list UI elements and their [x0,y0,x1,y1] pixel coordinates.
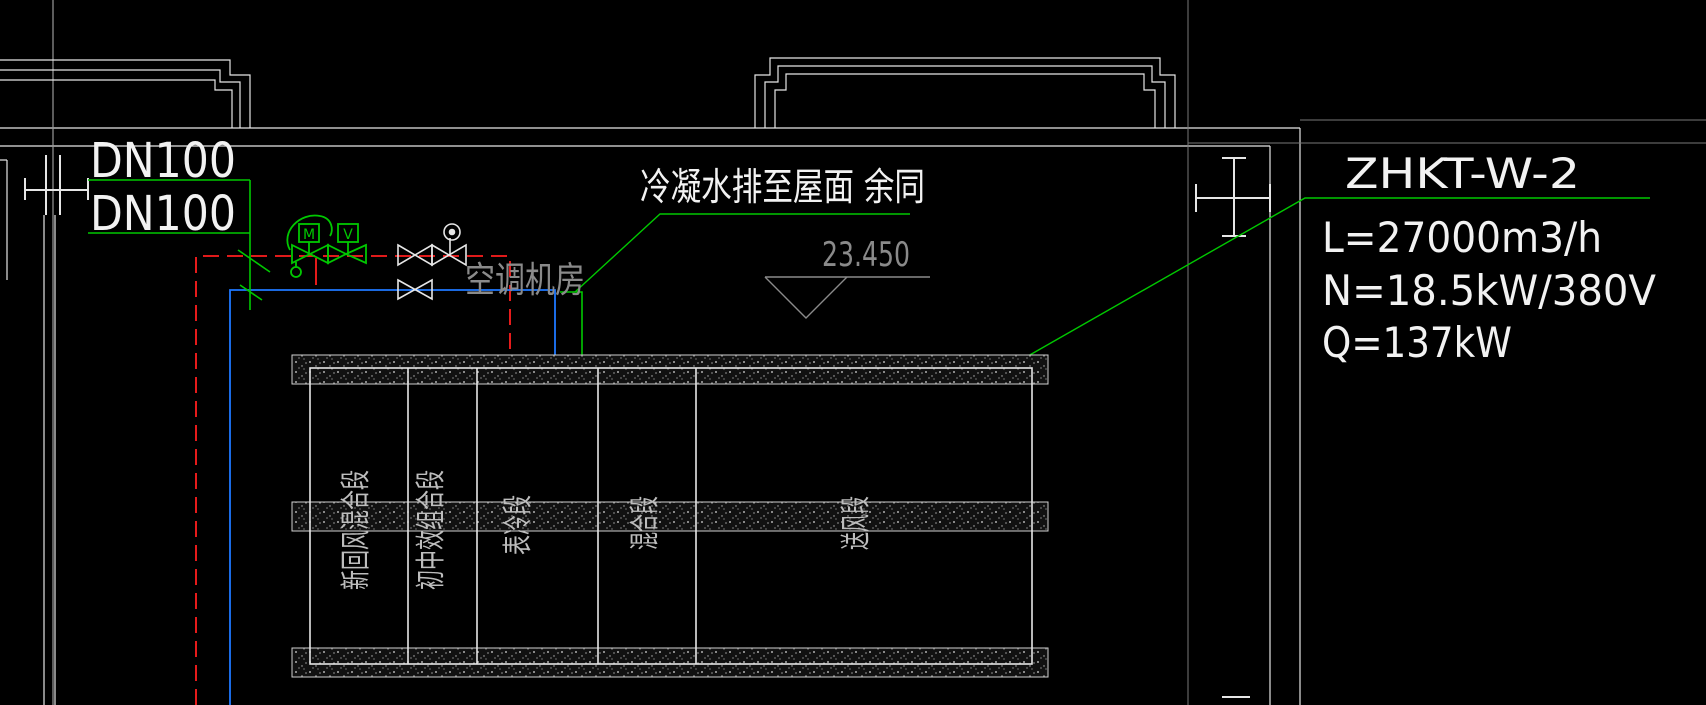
unit-power: N=18.5kW/380V [1322,266,1656,315]
condensate-pipe [237,180,583,362]
ahu-section-label: 新回风混合段 [339,470,374,590]
unit-airflow: L=27000m3/h [1322,213,1602,262]
insulation-band-mid [291,501,1049,532]
leader-lines [88,179,1650,357]
motor-valve-tag: M [303,227,315,243]
pipe-size-label-upper: DN100 [90,133,236,189]
hot-return-pipe [195,255,511,705]
condensate-note: 冷凝水排至屋面 余同 [640,165,925,209]
insulation-band-top [291,354,1049,385]
ahu-section-label: 表冷段 [501,495,536,555]
column-symbol-left [24,155,89,215]
pipe-size-label-lower: DN100 [90,186,236,242]
insulation-band-bottom [291,647,1049,678]
ahu-section-label: 初中效组合段 [414,470,449,590]
valve-tag: V [343,227,353,243]
column-symbol-right [1195,157,1271,698]
ahu-section-label: 混合段 [628,496,663,550]
room-name-label: 空调机房 [465,260,585,301]
gate-valve-icon [397,223,467,301]
elevation-mark [764,276,930,319]
chilled-supply-pipe [229,289,556,705]
unit-capacity: Q=137kW [1322,318,1512,367]
unit-tag: ZHKT-W-2 [1345,149,1580,198]
ahu-section-label: 送风段 [839,496,874,550]
ahu-body [309,367,1033,665]
motor-valve-icon [286,214,367,278]
elevation-label: 23.450 [822,235,910,275]
